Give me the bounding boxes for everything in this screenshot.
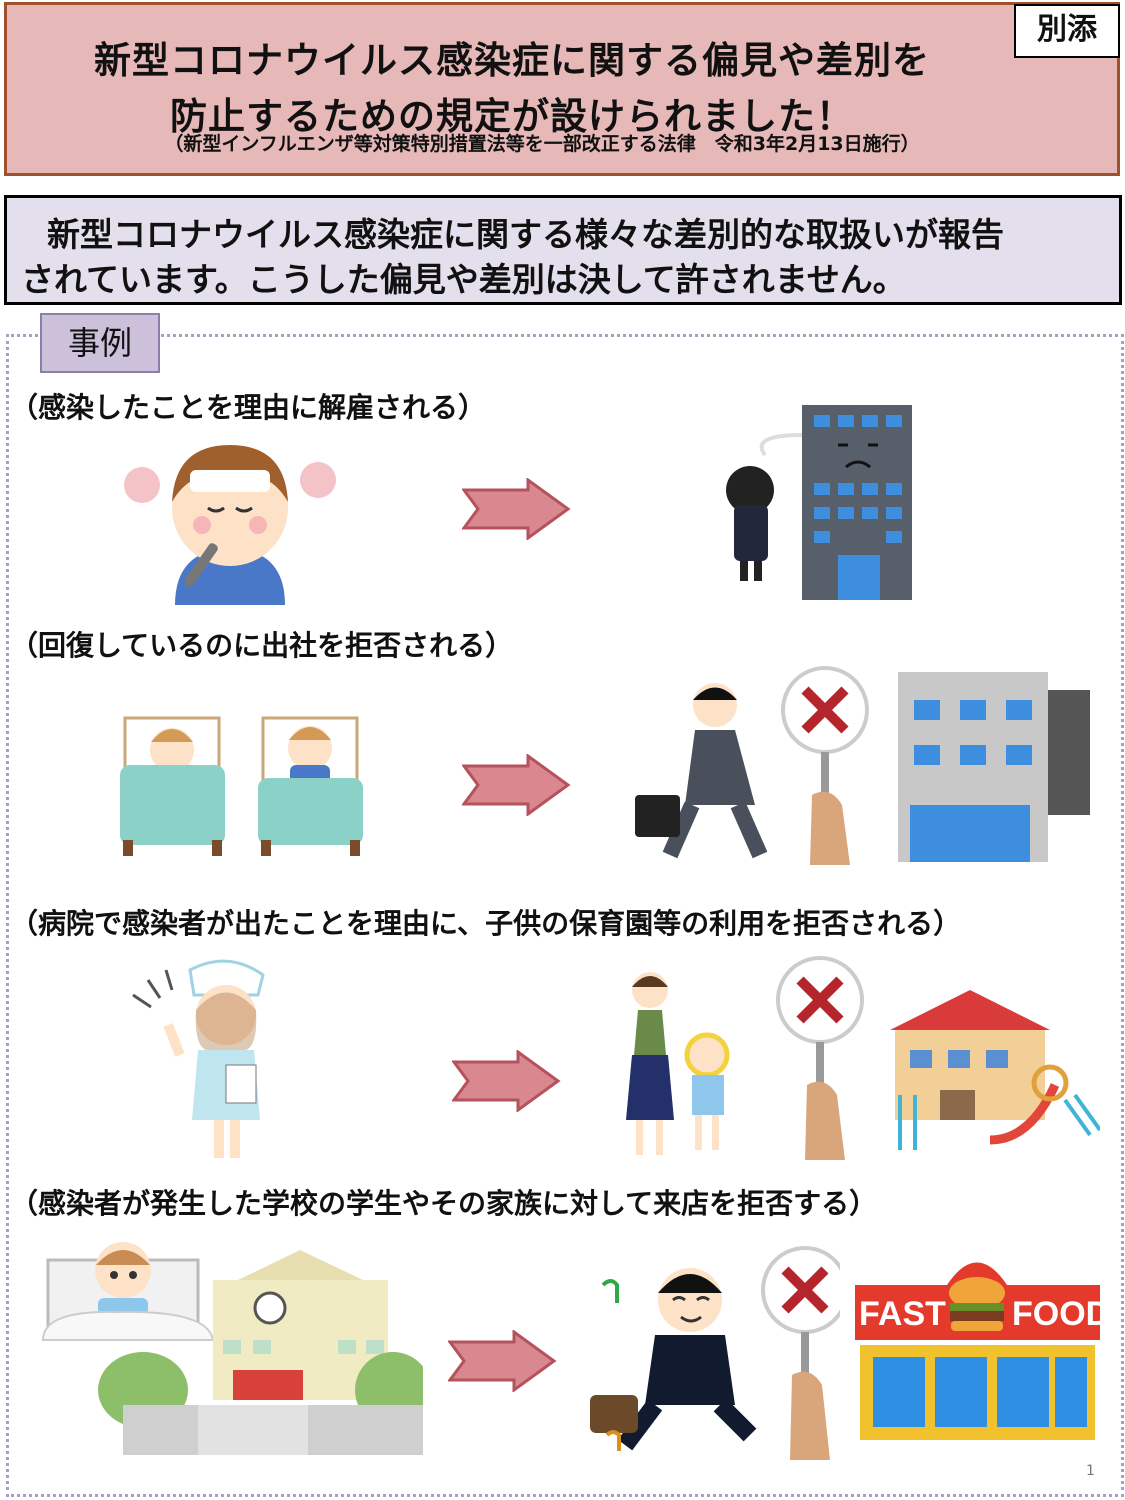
school-and-sick-student-illustration <box>41 1242 423 1455</box>
refused-at-office-illustration <box>635 666 1090 865</box>
attachment-badge: 別添 <box>1014 4 1120 58</box>
notice-line-2: されています。こうした偏見や差別は決して許されません。 <box>21 260 906 299</box>
arrow-right-icon <box>462 478 571 540</box>
arrow-right-icon <box>462 754 571 816</box>
nurse-illustration <box>132 959 265 1158</box>
case-label-3: （病院で感染者が出たことを理由に、子供の保育園等の利用を拒否される） <box>10 907 962 940</box>
fast-food-store-illustration: FAST FOOD <box>855 1262 1100 1440</box>
sign-fast-text: FAST <box>859 1295 946 1333</box>
recovered-in-bed-illustration <box>120 716 363 856</box>
case-label-2: （回復しているのに出社を拒否される） <box>10 629 514 662</box>
sick-child-illustration <box>124 445 336 605</box>
page-title: 新型コロナウイルス感染症に関する偏見や差別を 防止するための規定が設けられました… <box>94 39 930 138</box>
page-subtitle: （新型インフルエンザ等対策特別措置法等を一部改正する法律 令和3年2月13日施行… <box>164 133 920 155</box>
examples-panel <box>6 334 1124 1497</box>
sign-food-text: FOOD <box>1012 1295 1100 1333</box>
case-label-1: （感染したことを理由に解雇される） <box>10 391 487 424</box>
page-number: 1 <box>1086 1463 1095 1479</box>
examples-tag: 事例 <box>40 313 160 373</box>
arrow-right-icon <box>448 1330 557 1392</box>
arrow-right-icon <box>452 1050 561 1112</box>
notice-box: 新型コロナウイルス感染症に関する様々な差別的な取扱いが報告 されています。こうし… <box>4 195 1122 305</box>
refused-student-illustration <box>590 1246 840 1460</box>
notice-line-1: 新型コロナウイルス感染症に関する様々な差別的な取扱いが報告 <box>47 215 1004 254</box>
case-label-4: （感染者が発生した学校の学生やその家族に対して来店を拒否する） <box>10 1187 878 1220</box>
header-banner: 新型コロナウイルス感染症に関する偏見や差別を 防止するための規定が設けられました… <box>4 2 1120 176</box>
refused-at-nursery-illustration <box>626 956 1100 1160</box>
fired-worker-building-illustration <box>726 405 912 600</box>
